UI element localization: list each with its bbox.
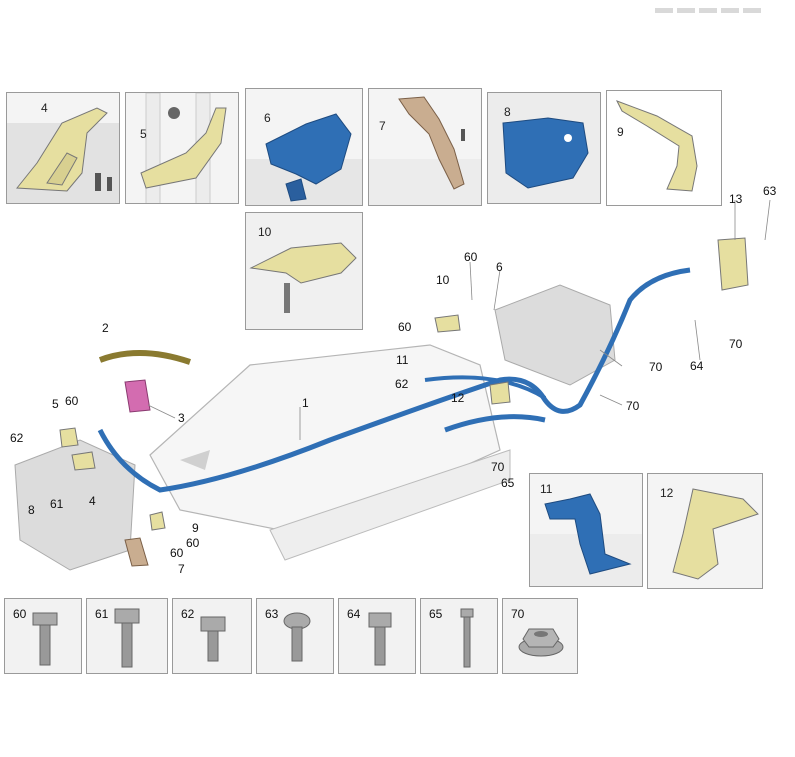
inset-label-5: 5 <box>140 127 147 141</box>
bolt-65-illustration <box>460 608 474 668</box>
inset-part-10: 10 <box>245 212 363 330</box>
part-5-bracket-illustration <box>140 93 227 203</box>
callout-60-a: 60 <box>65 394 79 408</box>
part-4-bracket-illustration <box>7 107 119 203</box>
bolt-label-61: 61 <box>95 607 109 621</box>
callout-13: 13 <box>729 192 743 206</box>
part-8-cover-illustration <box>488 93 600 203</box>
callout-4: 4 <box>89 494 96 508</box>
part-9-bracket-illustration <box>607 91 721 205</box>
bolt-60-illustration <box>32 612 58 666</box>
part-5-small <box>59 427 79 448</box>
inset-part-7: 7 <box>368 88 482 206</box>
bolt-61-illustration <box>114 608 140 668</box>
callout-63: 63 <box>763 184 777 198</box>
inset-label-4: 4 <box>41 101 48 115</box>
callout-10: 10 <box>436 273 450 287</box>
inset-label-7: 7 <box>379 119 386 133</box>
inset-label-9: 9 <box>617 125 624 139</box>
callout-70-c: 70 <box>491 460 505 474</box>
bolt-65: 65 <box>420 598 498 674</box>
inset-label-6: 6 <box>264 111 271 125</box>
bolt-61: 61 <box>86 598 168 674</box>
part-12-small <box>489 381 511 405</box>
bolt-label-62: 62 <box>181 607 195 621</box>
callout-62-a: 62 <box>10 431 24 445</box>
callout-65: 65 <box>501 476 515 490</box>
part-9-small <box>149 511 166 531</box>
bolt-64: 64 <box>338 598 416 674</box>
callout-9: 9 <box>192 521 199 535</box>
inset-part-11: 11 <box>529 473 643 587</box>
part-7-small <box>124 537 149 567</box>
callout-12: 12 <box>451 391 465 405</box>
callout-5: 5 <box>52 397 59 411</box>
rear-motor <box>494 284 616 386</box>
nut-70: 70 <box>502 598 578 674</box>
bolt-60: 60 <box>4 598 82 674</box>
part-10-bracket-illustration <box>246 213 362 329</box>
callout-7: 7 <box>178 562 185 576</box>
bolt-label-64: 64 <box>347 607 361 621</box>
callout-70-d: 70 <box>729 337 743 351</box>
battery-tray-side <box>269 449 511 561</box>
part-7-bracket-illustration <box>369 96 481 205</box>
inset-label-10: 10 <box>258 225 272 239</box>
bolt-63: 63 <box>256 598 334 674</box>
inset-part-12: 12 <box>647 473 763 589</box>
inset-label-11: 11 <box>540 482 553 496</box>
bolt-62-illustration <box>200 616 226 662</box>
bolt-64-illustration <box>368 612 392 666</box>
part-3-bracket <box>124 379 151 413</box>
callout-8: 8 <box>28 503 35 517</box>
bolt-label-60: 60 <box>13 607 27 621</box>
warning-triangle-icon <box>180 450 210 470</box>
inset-part-4: 4 <box>6 92 120 204</box>
nut-70-illustration <box>518 628 564 657</box>
callout-62-b: 62 <box>395 377 409 391</box>
part-10-small <box>434 314 461 333</box>
callout-70-b: 70 <box>626 399 640 413</box>
callout-61: 61 <box>50 497 64 511</box>
bolt-63-illustration <box>283 612 311 662</box>
top-edge-marks <box>655 0 780 13</box>
part-2-harness <box>98 350 191 365</box>
part-4-small <box>71 451 96 471</box>
callout-60-b: 60 <box>186 536 200 550</box>
hv-cable-upper <box>424 375 547 400</box>
callout-3: 3 <box>178 411 185 425</box>
callout-60-c: 60 <box>170 546 184 560</box>
callout-6: 6 <box>496 260 503 274</box>
inset-label-12: 12 <box>660 486 674 500</box>
callout-11: 11 <box>396 353 409 367</box>
exploded-assembly-drawing <box>14 199 771 571</box>
callout-2: 2 <box>102 321 109 335</box>
inset-part-9: 9 <box>606 90 722 206</box>
inset-part-8: 8 <box>487 92 601 204</box>
part-11-bracket-illustration <box>530 493 642 586</box>
bolt-label-70: 70 <box>511 607 525 621</box>
callout-60-d: 60 <box>464 250 478 264</box>
bolt-62: 62 <box>172 598 252 674</box>
bolt-label-65: 65 <box>429 607 443 621</box>
inset-part-5: 5 <box>125 92 239 204</box>
inset-label-8: 8 <box>504 105 511 119</box>
part-6-bracket-illustration <box>246 113 362 205</box>
callout-64: 64 <box>690 359 704 373</box>
part-12-bracket-illustration <box>648 474 762 588</box>
leader-lines <box>147 199 771 440</box>
callout-1: 1 <box>302 396 309 410</box>
inset-part-6: 6 <box>245 88 363 206</box>
hv-cable-branch <box>444 414 546 433</box>
callout-60-e: 60 <box>398 320 412 334</box>
part-13-bracket <box>717 237 749 291</box>
callout-70-a: 70 <box>649 360 663 374</box>
bolt-label-63: 63 <box>265 607 279 621</box>
